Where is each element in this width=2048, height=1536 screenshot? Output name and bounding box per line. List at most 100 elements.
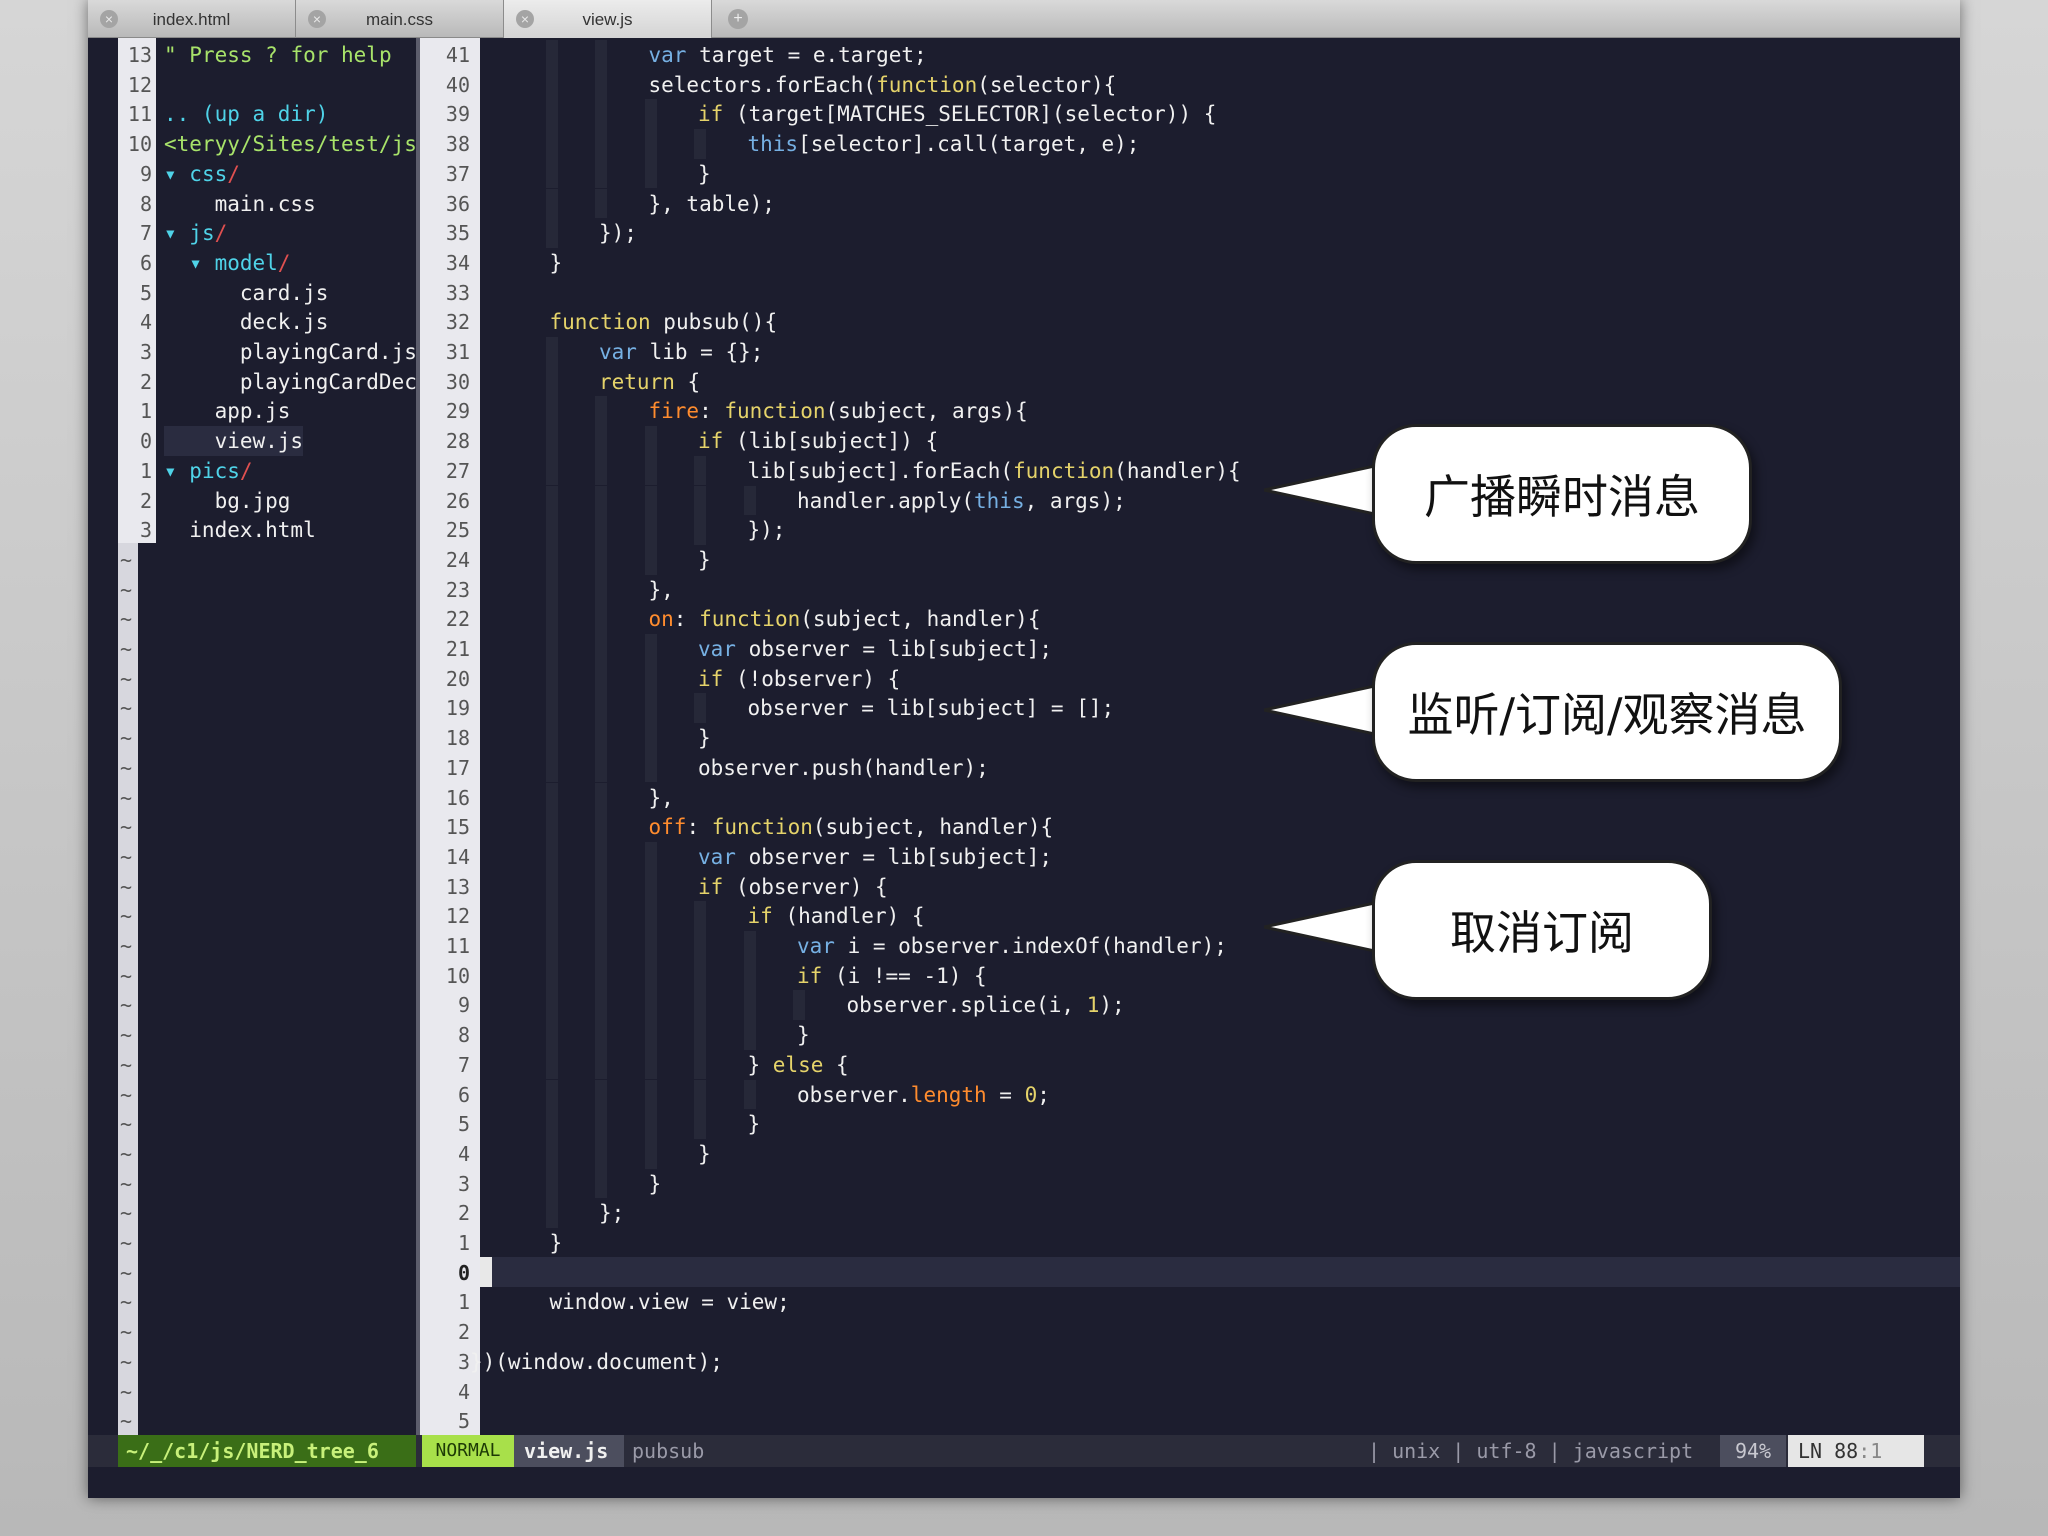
indent-guide [545, 366, 558, 397]
code-token: else [772, 1052, 824, 1077]
tree-item[interactable]: .. (up a dir) [164, 99, 328, 129]
tree-item[interactable]: <teryy/Sites/test/js [164, 129, 417, 159]
code-line: var target = e.target; [649, 40, 927, 70]
code-line-number: 36 [445, 191, 470, 216]
code-line: } [797, 1020, 810, 1050]
code-token: window.view = view; [549, 1290, 790, 1315]
indent-guide [595, 782, 607, 813]
cursor-line-highlight [480, 1257, 1960, 1287]
indent-guide [743, 990, 756, 1021]
code-line-number: 1 [457, 1290, 470, 1315]
tree-item[interactable]: index.html [164, 515, 315, 545]
tree-item[interactable]: bg.jpg [164, 486, 291, 516]
empty-line-tilde: ~ [120, 1320, 133, 1345]
tree-item[interactable]: main.css [164, 189, 316, 219]
tree-item[interactable]: ▾ js/ [164, 218, 227, 248]
tree-line-number: 13 [127, 43, 152, 67]
indent-guide [545, 1138, 558, 1169]
indent-guide [694, 129, 706, 159]
code-line-number: 7 [457, 1052, 470, 1077]
tree-item[interactable]: view.js [164, 426, 304, 457]
close-icon[interactable]: × [516, 10, 534, 28]
tree-item[interactable]: playingCard.js [164, 337, 417, 367]
close-icon[interactable]: × [308, 10, 326, 28]
vertical-split-divider[interactable] [416, 38, 420, 1435]
callout-unsubscribe: 取消订阅 [1372, 860, 1712, 1000]
tab-index-html[interactable]: × index.html [88, 0, 296, 38]
code-line-number: 37 [445, 161, 470, 186]
code-token: return [599, 369, 675, 394]
tab-main-css[interactable]: × main.css [296, 0, 504, 38]
indent-guide [595, 1138, 607, 1169]
tree-line-number: 2 [139, 488, 152, 513]
tab-view-js[interactable]: × view.js [504, 0, 712, 38]
callout-tail-broadcast [1264, 462, 1384, 518]
tree-line-number: 2 [139, 369, 152, 394]
code-token: i = observer.indexOf(handler); [834, 934, 1227, 958]
tree-item-text: pics [189, 458, 240, 483]
indent-guide [595, 158, 607, 189]
tree-line-number: 0 [139, 429, 152, 454]
indent-guide [694, 931, 706, 961]
tree-item[interactable]: card.js [164, 278, 329, 308]
tree-item-text: ▾ [164, 250, 215, 275]
code-token: { [674, 369, 701, 394]
code-line-number: 26 [445, 488, 470, 513]
code-token: function [699, 607, 801, 632]
indent-guide [545, 158, 558, 189]
code-line: if (i !== -1) { [797, 961, 987, 991]
indent-guide [595, 634, 607, 664]
indent-guide [545, 396, 558, 427]
code-line: var lib = {}; [599, 337, 763, 367]
tree-empty-gutter [118, 543, 138, 1435]
code-line-number: 15 [445, 815, 470, 840]
code-token: function [724, 399, 826, 424]
indent-guide [644, 723, 657, 753]
indent-guide [595, 99, 607, 130]
code-line: on: function(subject, handler){ [649, 604, 1041, 634]
tree-item[interactable]: ▾ model/ [164, 248, 290, 278]
status-tree-path: ~/_/c1/js/NERD_tree_6 [118, 1435, 416, 1467]
code-token: (!observer) { [723, 666, 901, 691]
close-icon[interactable]: × [100, 10, 118, 28]
code-line: }, [649, 783, 674, 813]
empty-line-tilde: ~ [120, 696, 133, 721]
empty-line-tilde: ~ [120, 1171, 133, 1196]
callout-broadcast: 广播瞬时消息 [1372, 424, 1752, 564]
code-line-number: 4 [457, 1379, 470, 1404]
tree-item[interactable]: playingCardDec [164, 367, 417, 397]
code-token: [selector].call(target, e); [798, 132, 1140, 157]
code-token: } [648, 1171, 662, 1196]
code-line: observer.push(handler); [698, 753, 989, 783]
code-token: var [797, 934, 835, 958]
code-line: } [550, 248, 563, 278]
code-line: selectors.forEach(function(selector){ [649, 70, 1117, 100]
code-editor[interactable]: var target = e.target;selectors.forEach(… [470, 38, 1960, 1435]
tab-label: index.html [152, 10, 231, 29]
code-line-number: 29 [445, 399, 470, 424]
empty-line-tilde: ~ [120, 1231, 133, 1255]
tree-item-text: / [277, 250, 291, 275]
code-token: : [673, 607, 700, 632]
empty-line-tilde: ~ [120, 963, 133, 988]
code-token: off [648, 815, 687, 840]
tree-line-number: 3 [139, 518, 152, 543]
code-line-number: 20 [445, 666, 470, 691]
code-token: pubsub(){ [650, 310, 778, 335]
tree-line-number: 5 [139, 280, 152, 305]
indent-guide [644, 634, 657, 664]
code-line: this[selector].call(target, e); [748, 129, 1140, 159]
tree-item[interactable]: deck.js [164, 307, 329, 337]
tree-item-text: " [164, 43, 190, 67]
tree-item[interactable]: app.js [164, 396, 291, 426]
indent-guide [595, 69, 607, 100]
tree-item[interactable]: " Press ? for help [164, 40, 392, 70]
code-line: var i = observer.indexOf(handler); [797, 931, 1227, 961]
code-token: function [549, 310, 651, 335]
empty-line-tilde: ~ [120, 666, 133, 691]
tab-label: main.css [365, 10, 434, 29]
code-line-number: 24 [445, 547, 470, 572]
tree-item[interactable]: ▾ pics/ [164, 456, 253, 486]
add-tab-icon[interactable]: + [728, 9, 748, 29]
tree-item[interactable]: ▾ css/ [164, 159, 240, 189]
